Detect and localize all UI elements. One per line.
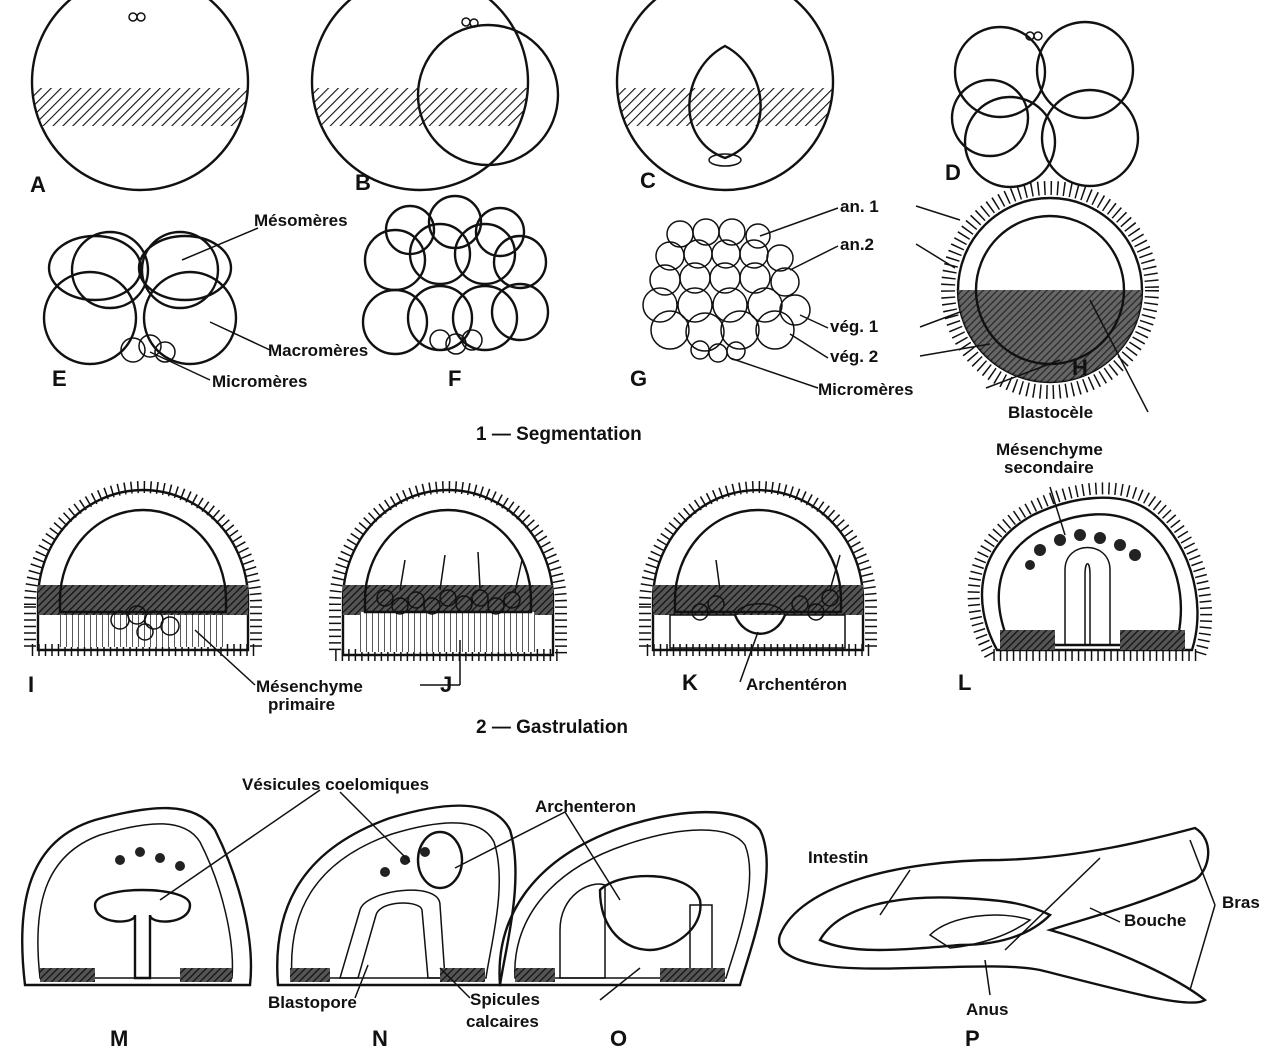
stage-c-four-cells [605, 0, 855, 190]
label-mesenchyme-primaire-line1: Mésenchyme [256, 677, 363, 696]
label-bras: Bras [1222, 893, 1260, 912]
label-intestin: Intestin [808, 848, 868, 867]
label-spicules-line2: calcaires [466, 1012, 539, 1031]
label-archenteron-k: Archentéron [746, 675, 847, 694]
label-mesenchyme-primaire-line2: primaire [268, 695, 335, 714]
row3-leader-lines [195, 487, 1065, 685]
label-veg1: vég. 1 [830, 317, 878, 336]
stage-letter-b: B [355, 170, 371, 195]
stage-o-pluteus [500, 812, 767, 985]
stage-letter-f: F [448, 366, 461, 391]
stage-letter-a: A [30, 172, 46, 197]
label-blastocele: Blastocèle [1008, 403, 1093, 422]
label-mesomeres: Mésomères [254, 211, 348, 230]
stage-j-mesenchyme-blastula [335, 487, 561, 655]
label-archenteron-o: Archenteron [535, 797, 636, 816]
label-veg2: vég. 2 [830, 347, 878, 366]
stage-b-two-cells [300, 0, 558, 190]
stage-letter-m: M [110, 1026, 128, 1050]
stage-letter-d: D [945, 160, 961, 185]
stage-i-early-gastrula [30, 487, 256, 650]
label-anus: Anus [966, 1000, 1009, 1019]
label-mesenchyme-secondaire-line1: Mésenchyme [996, 440, 1103, 459]
label-an1: an. 1 [840, 197, 879, 216]
label-micromeres-g: Micromères [818, 380, 913, 399]
stage-letter-e: E [52, 366, 67, 391]
label-vesicules-coelomiques: Vésicules coelomiques [242, 775, 429, 794]
stage-letter-g: G [630, 366, 647, 391]
label-spicules-line1: Spicules [470, 990, 540, 1009]
stage-l-late-gastrula [974, 488, 1207, 655]
section-title-gastrulation: 2 — Gastrulation [476, 717, 628, 738]
stage-letter-k: K [682, 670, 698, 695]
stage-e-sixteen-cells [44, 232, 236, 364]
stage-letter-p: P [965, 1026, 980, 1050]
stage-n-early-pluteus [277, 806, 515, 985]
stage-letter-l: L [958, 670, 971, 695]
label-blastopore: Blastopore [268, 993, 357, 1012]
label-an2: an.2 [840, 235, 874, 254]
stage-m-prism [22, 808, 251, 985]
stage-f-thirty-two-cells [363, 196, 548, 354]
label-micromeres-e: Micromères [212, 372, 307, 391]
stage-a-egg [20, 0, 270, 190]
stage-letter-i: I [28, 672, 34, 697]
stage-g-sixty-four-cells [643, 219, 810, 362]
stage-d-eight-cells [952, 22, 1138, 187]
stage-letter-c: C [640, 168, 656, 193]
label-bouche: Bouche [1124, 911, 1186, 930]
stage-k-invagination [645, 487, 871, 650]
label-macromeres: Macromères [268, 341, 368, 360]
label-mesenchyme-secondaire-line2: secondaire [1004, 458, 1094, 477]
section-title-segmentation: 1 — Segmentation [476, 424, 642, 445]
stage-letter-h: H [1072, 355, 1088, 380]
stage-letter-o: O [610, 1026, 627, 1050]
stage-letter-n: N [372, 1026, 388, 1050]
